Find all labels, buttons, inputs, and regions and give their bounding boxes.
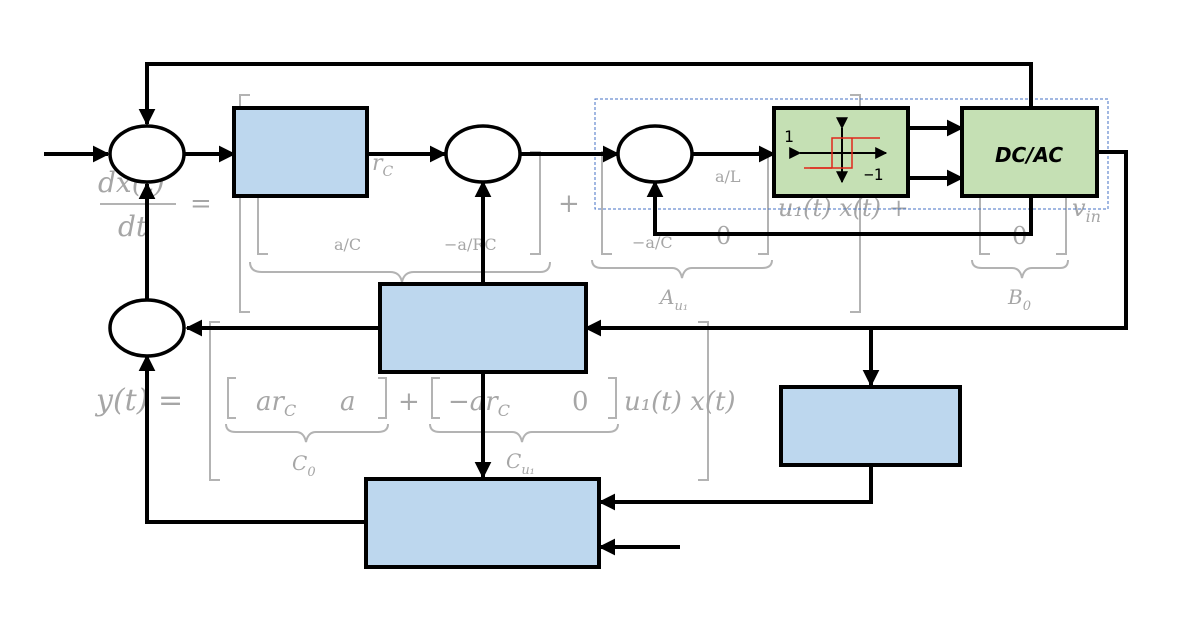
background-equations: dx(t) dt = rC a/C −a/RC + a/L −a/C 0 Au₁… (94, 94, 1101, 481)
wire-top-feedback (138, 62, 1033, 126)
eq-matrix2-underbrace (591, 259, 773, 279)
summing-junction-2[interactable] (444, 124, 522, 184)
summing-junction-1[interactable] (108, 124, 186, 184)
eq-matrix1-bracket-right (530, 151, 541, 255)
eq-c0-bracket-left (227, 377, 236, 419)
eq-cu1-underbrace (429, 423, 619, 443)
eq-equals: = (190, 189, 212, 219)
eq-entry-neg-a-over-c: −a/C (632, 233, 673, 252)
eq-label-b0: B0 (1007, 285, 1031, 314)
eq-outer2-bracket-right (698, 321, 709, 481)
wire-blockD-sum4 (138, 354, 366, 524)
eq-cu1-entry: −arC (448, 387, 510, 420)
eq-c0-bracket-right (378, 377, 387, 419)
wire-blockC-blockD (598, 465, 873, 511)
dcac-block[interactable]: DC/AC (960, 106, 1099, 198)
eq-matrix3-bracket-right (1056, 195, 1067, 255)
eq-outer-bracket-left (239, 94, 250, 313)
eq-output-tail: u₁(t) x(t) (624, 387, 736, 417)
relay-low-label: −1 (864, 165, 883, 184)
dcac-label: DC/AC (995, 143, 1063, 167)
dcac-box (960, 106, 1099, 198)
eq-label-au1: Au₁ (658, 285, 688, 314)
wire-output-to-blockB (584, 150, 1128, 337)
eq-matrix3-underbrace (971, 259, 1069, 279)
eq-entry-a-over-l: a/L (715, 167, 741, 186)
eq-cu1-bracket-left (431, 377, 440, 419)
eq-outer-bracket-right (850, 94, 861, 313)
eq-matrix3-bracket-left (979, 195, 990, 255)
eq-cu1-bracket-right (608, 377, 617, 419)
signal-wires (44, 62, 1128, 556)
eq-input-term: u₁(t) x(t) + (778, 194, 909, 222)
eq-matrix2-bracket-right (758, 151, 769, 255)
eq-output-lhs: y(t) = (94, 383, 183, 418)
eq-entry-rc: rC (372, 151, 394, 180)
eq-c0-underbrace (225, 423, 389, 443)
eq-outer2-bracket-left (209, 321, 220, 481)
eq-matrix1-underbrace (249, 261, 551, 283)
eq-plus-1: + (558, 189, 580, 219)
summing-junction-3[interactable] (616, 124, 694, 184)
block-a[interactable] (232, 106, 369, 198)
eq-matrix2-bracket-left (601, 151, 612, 255)
summing-junction-4[interactable] (108, 298, 186, 358)
eq-lhs-bottom: dt (118, 210, 148, 243)
wire-inner-feedback (646, 180, 1033, 236)
block-c[interactable] (779, 385, 962, 467)
block-d[interactable] (364, 477, 601, 569)
eq-plus-2: + (398, 387, 420, 417)
eq-label-c0: C0 (292, 451, 316, 480)
block-b[interactable] (378, 282, 588, 374)
eq-c0-entry: arC (256, 387, 296, 420)
relay-high-label: 1 (784, 127, 794, 146)
eq-source-term: vin (1072, 194, 1101, 226)
eq-cu1-zero: 0 (572, 387, 589, 417)
relay-block[interactable]: 1 −1 (772, 106, 910, 198)
eq-label-cu1: Cu₁ (506, 449, 535, 478)
eq-entry-a-over-c: a/C (334, 235, 361, 254)
eq-c0-entry2: a (340, 387, 356, 417)
eq-entry-neg-a-over-rc: −a/RC (444, 235, 497, 254)
